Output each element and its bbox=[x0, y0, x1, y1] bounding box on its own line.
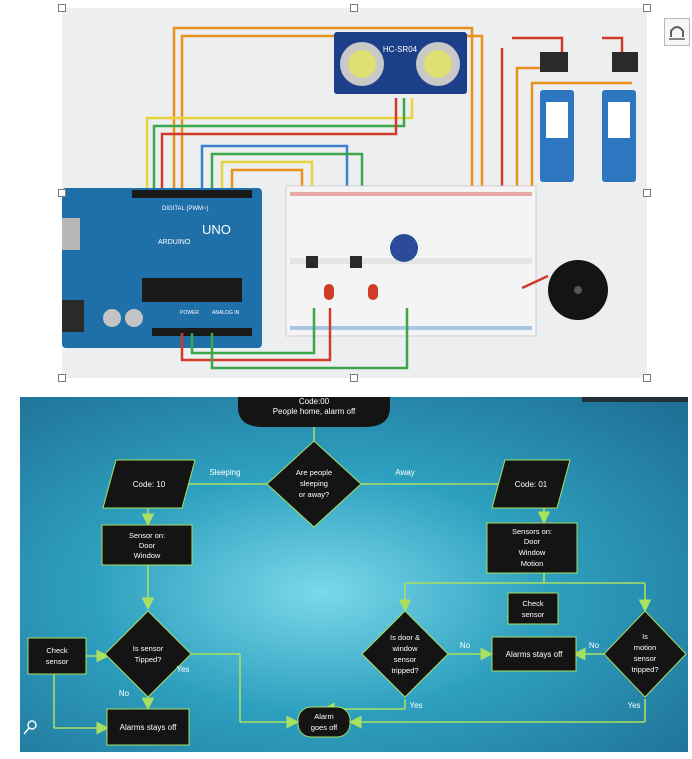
check-sensor-left-node bbox=[27, 637, 87, 675]
decision-door-line2: window bbox=[391, 644, 418, 653]
check-sensor-right-line2: sensor bbox=[522, 610, 545, 619]
layout-options-button[interactable] bbox=[664, 18, 690, 46]
label-away: Away bbox=[395, 468, 414, 477]
resize-handle-top-left[interactable] bbox=[58, 4, 66, 12]
flowchart: Code:00 People home, alarm off Are peopl… bbox=[20, 397, 688, 752]
decision-main-line2: sleeping bbox=[300, 479, 328, 488]
decision-door-line1: Is door & bbox=[390, 633, 420, 642]
label-yes-door: Yes bbox=[409, 701, 422, 710]
digital-label: DIGITAL (PWM~) bbox=[162, 206, 209, 212]
sensor-label: HC-SR04 bbox=[383, 45, 418, 54]
check-sensor-left-line1: Check bbox=[46, 646, 68, 655]
start-node bbox=[238, 397, 390, 427]
sensors-right-line4: Motion bbox=[521, 559, 544, 568]
arduino-board: DIGITAL (PWM~) UNO ARDUINO POWER ANALOG … bbox=[62, 188, 262, 348]
alarm-stays-off-left-node bbox=[106, 708, 190, 746]
servo-motor-2 bbox=[602, 52, 638, 182]
alarm-on-line2: goes off bbox=[311, 723, 338, 732]
sensors-right-line2: Door bbox=[524, 537, 541, 546]
resize-handle-bottom-right[interactable] bbox=[643, 374, 651, 382]
label-no-motion: No bbox=[589, 641, 600, 650]
board-brand: ARDUINO bbox=[158, 239, 191, 246]
decision-door-line4: tripped? bbox=[391, 666, 418, 675]
code-right-label: Code: 01 bbox=[515, 480, 548, 489]
resize-handle-left[interactable] bbox=[58, 189, 66, 197]
analog-label: ANALOG IN bbox=[212, 310, 240, 316]
ultrasonic-sensor: HC-SR04 bbox=[334, 32, 467, 94]
breadboard bbox=[285, 185, 537, 337]
label-no-tipped: No bbox=[119, 689, 130, 698]
decision-motion-line3: sensor bbox=[634, 654, 657, 663]
code-01-node bbox=[491, 459, 571, 509]
decision-motion-line4: tripped? bbox=[631, 665, 658, 674]
decision-tipped-line2: Tipped? bbox=[135, 655, 162, 664]
resize-handle-right[interactable] bbox=[643, 189, 651, 197]
decision-motion-line1: Is bbox=[642, 632, 648, 641]
sensors-right-node bbox=[486, 522, 578, 574]
sensors-right-line1: Sensors on: bbox=[512, 527, 552, 536]
resize-handle-bottom[interactable] bbox=[350, 374, 358, 382]
check-sensor-left-line2: sensor bbox=[46, 657, 69, 666]
circuit-image[interactable]: HC-SR04 DIGITAL (PWM~) UNO ARDUINO POW bbox=[58, 4, 651, 382]
sensors-left-line2: Door bbox=[139, 541, 156, 550]
decision-door-line3: sensor bbox=[394, 655, 417, 664]
resize-handle-top[interactable] bbox=[350, 4, 358, 12]
power-label: POWER bbox=[180, 310, 199, 316]
decision-main-line3: or away? bbox=[299, 490, 329, 499]
start-text: People home, alarm off bbox=[273, 407, 356, 416]
decision-motion-tripped bbox=[603, 610, 687, 698]
alarm-off-left-text: Alarms stays off bbox=[120, 723, 178, 732]
start-code: Code:00 bbox=[299, 397, 330, 406]
sensors-left-line1: Sensor on: bbox=[129, 531, 165, 540]
decision-tipped-line1: Is sensor bbox=[133, 644, 164, 653]
decision-door-window-tripped bbox=[361, 610, 449, 698]
decision-main-line1: Are people bbox=[296, 468, 332, 477]
alarm-off-right-text: Alarms stays off bbox=[506, 650, 564, 659]
label-yes-motion: Yes bbox=[627, 701, 640, 710]
alarm-goes-off-node bbox=[297, 706, 351, 738]
servo-motor-1 bbox=[540, 52, 574, 182]
resize-handle-bottom-left[interactable] bbox=[58, 374, 66, 382]
code-10-node bbox=[102, 459, 196, 509]
resize-handle-top-right[interactable] bbox=[643, 4, 651, 12]
board-model: UNO bbox=[202, 222, 231, 237]
sensors-left-node bbox=[101, 524, 193, 566]
code-left-label: Code: 10 bbox=[133, 480, 166, 489]
check-sensor-right-line1: Check bbox=[522, 599, 544, 608]
decision-motion-line2: motion bbox=[634, 643, 657, 652]
decision-sleeping-or-away bbox=[266, 440, 362, 528]
label-no-door: No bbox=[460, 641, 471, 650]
circuit-diagram: HC-SR04 DIGITAL (PWM~) UNO ARDUINO POW bbox=[62, 8, 647, 378]
flowchart-image[interactable]: Code:00 People home, alarm off Are peopl… bbox=[20, 397, 688, 752]
zoom-icon bbox=[23, 720, 37, 735]
layout-options-icon bbox=[669, 26, 685, 40]
alarm-on-line1: Alarm bbox=[314, 712, 334, 721]
check-sensor-right-node bbox=[507, 592, 559, 625]
label-yes-tipped: Yes bbox=[176, 665, 189, 674]
label-sleeping: Sleeping bbox=[209, 468, 240, 477]
decision-sensor-tipped bbox=[104, 610, 192, 698]
alarm-stays-off-right-node bbox=[491, 636, 577, 672]
sensors-left-line3: Window bbox=[134, 551, 161, 560]
sensors-right-line3: Window bbox=[519, 548, 546, 557]
